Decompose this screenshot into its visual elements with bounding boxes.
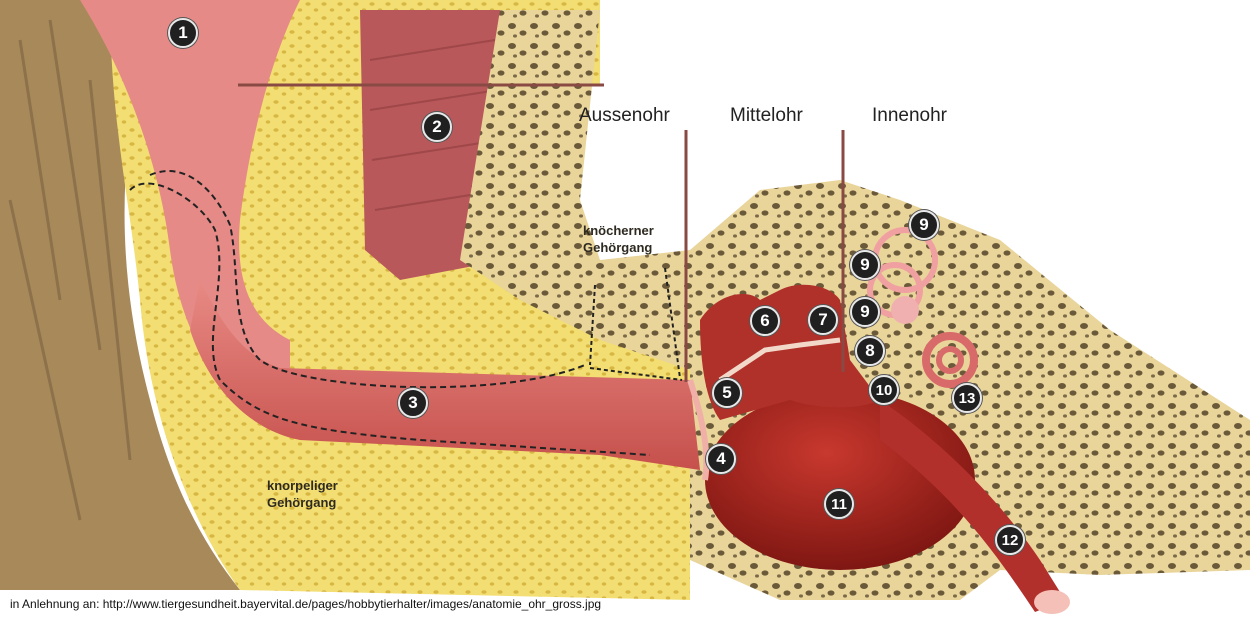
label-bony-canal: knöcherner Gehörgang [583, 222, 654, 256]
marker-9: 9 [909, 210, 939, 240]
label-cartilaginous-canal: knorpeliger Gehörgang [267, 477, 338, 511]
marker-6: 6 [750, 306, 780, 336]
marker-7: 7 [808, 305, 838, 335]
marker-10: 10 [869, 375, 899, 405]
marker-1: 1 [168, 18, 198, 48]
marker-3: 3 [398, 388, 428, 418]
marker-9: 9 [850, 297, 880, 327]
marker-11: 11 [824, 489, 854, 519]
marker-12: 12 [995, 525, 1025, 555]
source-caption: in Anlehnung an: http://www.tiergesundhe… [10, 597, 601, 616]
marker-9: 9 [850, 250, 880, 280]
marker-13: 13 [952, 383, 982, 413]
marker-5: 5 [712, 378, 742, 408]
marker-8: 8 [855, 336, 885, 366]
label-middle-ear: Mittelohr [730, 105, 803, 127]
label-inner-ear: Innenohr [872, 105, 947, 127]
label-outer-ear: Aussenohr [579, 105, 670, 127]
marker-2: 2 [422, 112, 452, 142]
marker-4: 4 [706, 444, 736, 474]
